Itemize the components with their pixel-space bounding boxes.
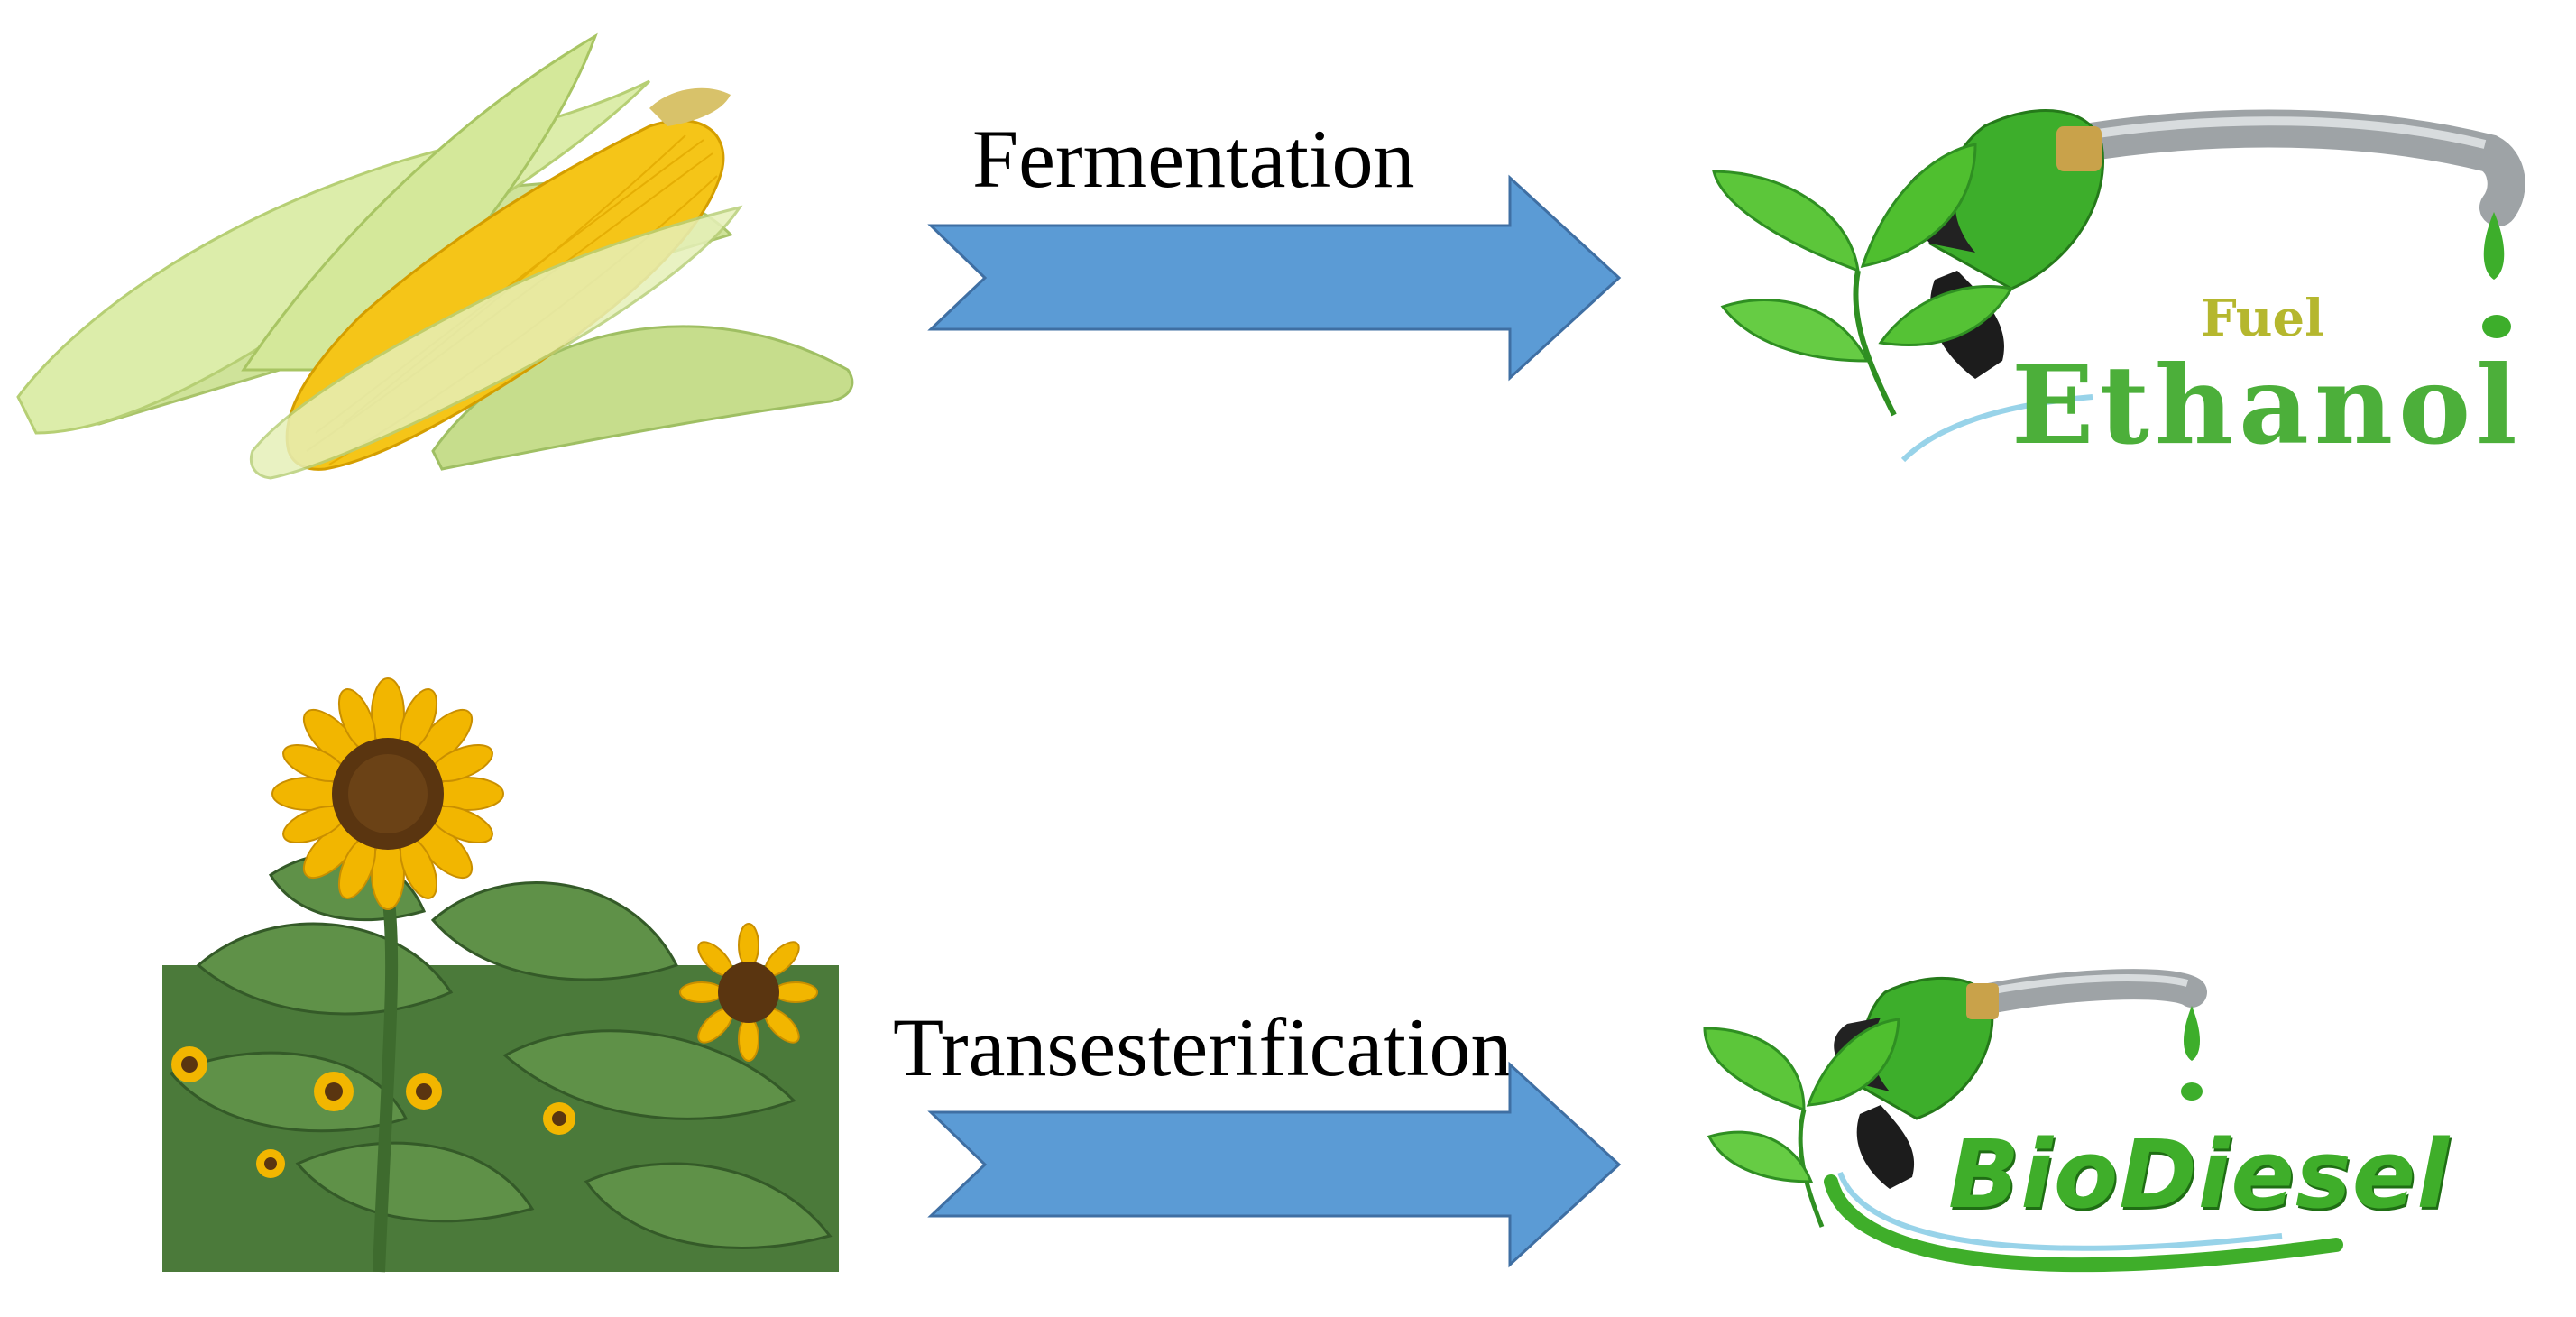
sunflower-image xyxy=(162,677,839,1273)
fuel-text: Fuel xyxy=(2201,289,2324,348)
corn-image xyxy=(16,32,854,480)
transesterification-label: Transesterification xyxy=(893,1001,1513,1093)
diesel-nozzle-icon xyxy=(1703,969,2343,1273)
fermentation-arrow xyxy=(927,174,1622,382)
fermentation-label: Fermentation xyxy=(972,113,1415,205)
fuel-nozzle-icon xyxy=(1712,109,2525,463)
transesterification-arrow xyxy=(927,1061,1622,1268)
biodiesel-logo: BioDiesel xyxy=(1703,956,2480,1299)
ethanol-logo: Fuel Ethanol xyxy=(1712,90,2525,487)
biodiesel-text: BioDiesel xyxy=(1948,1119,2450,1230)
ethanol-text: Ethanol xyxy=(2011,342,2523,469)
